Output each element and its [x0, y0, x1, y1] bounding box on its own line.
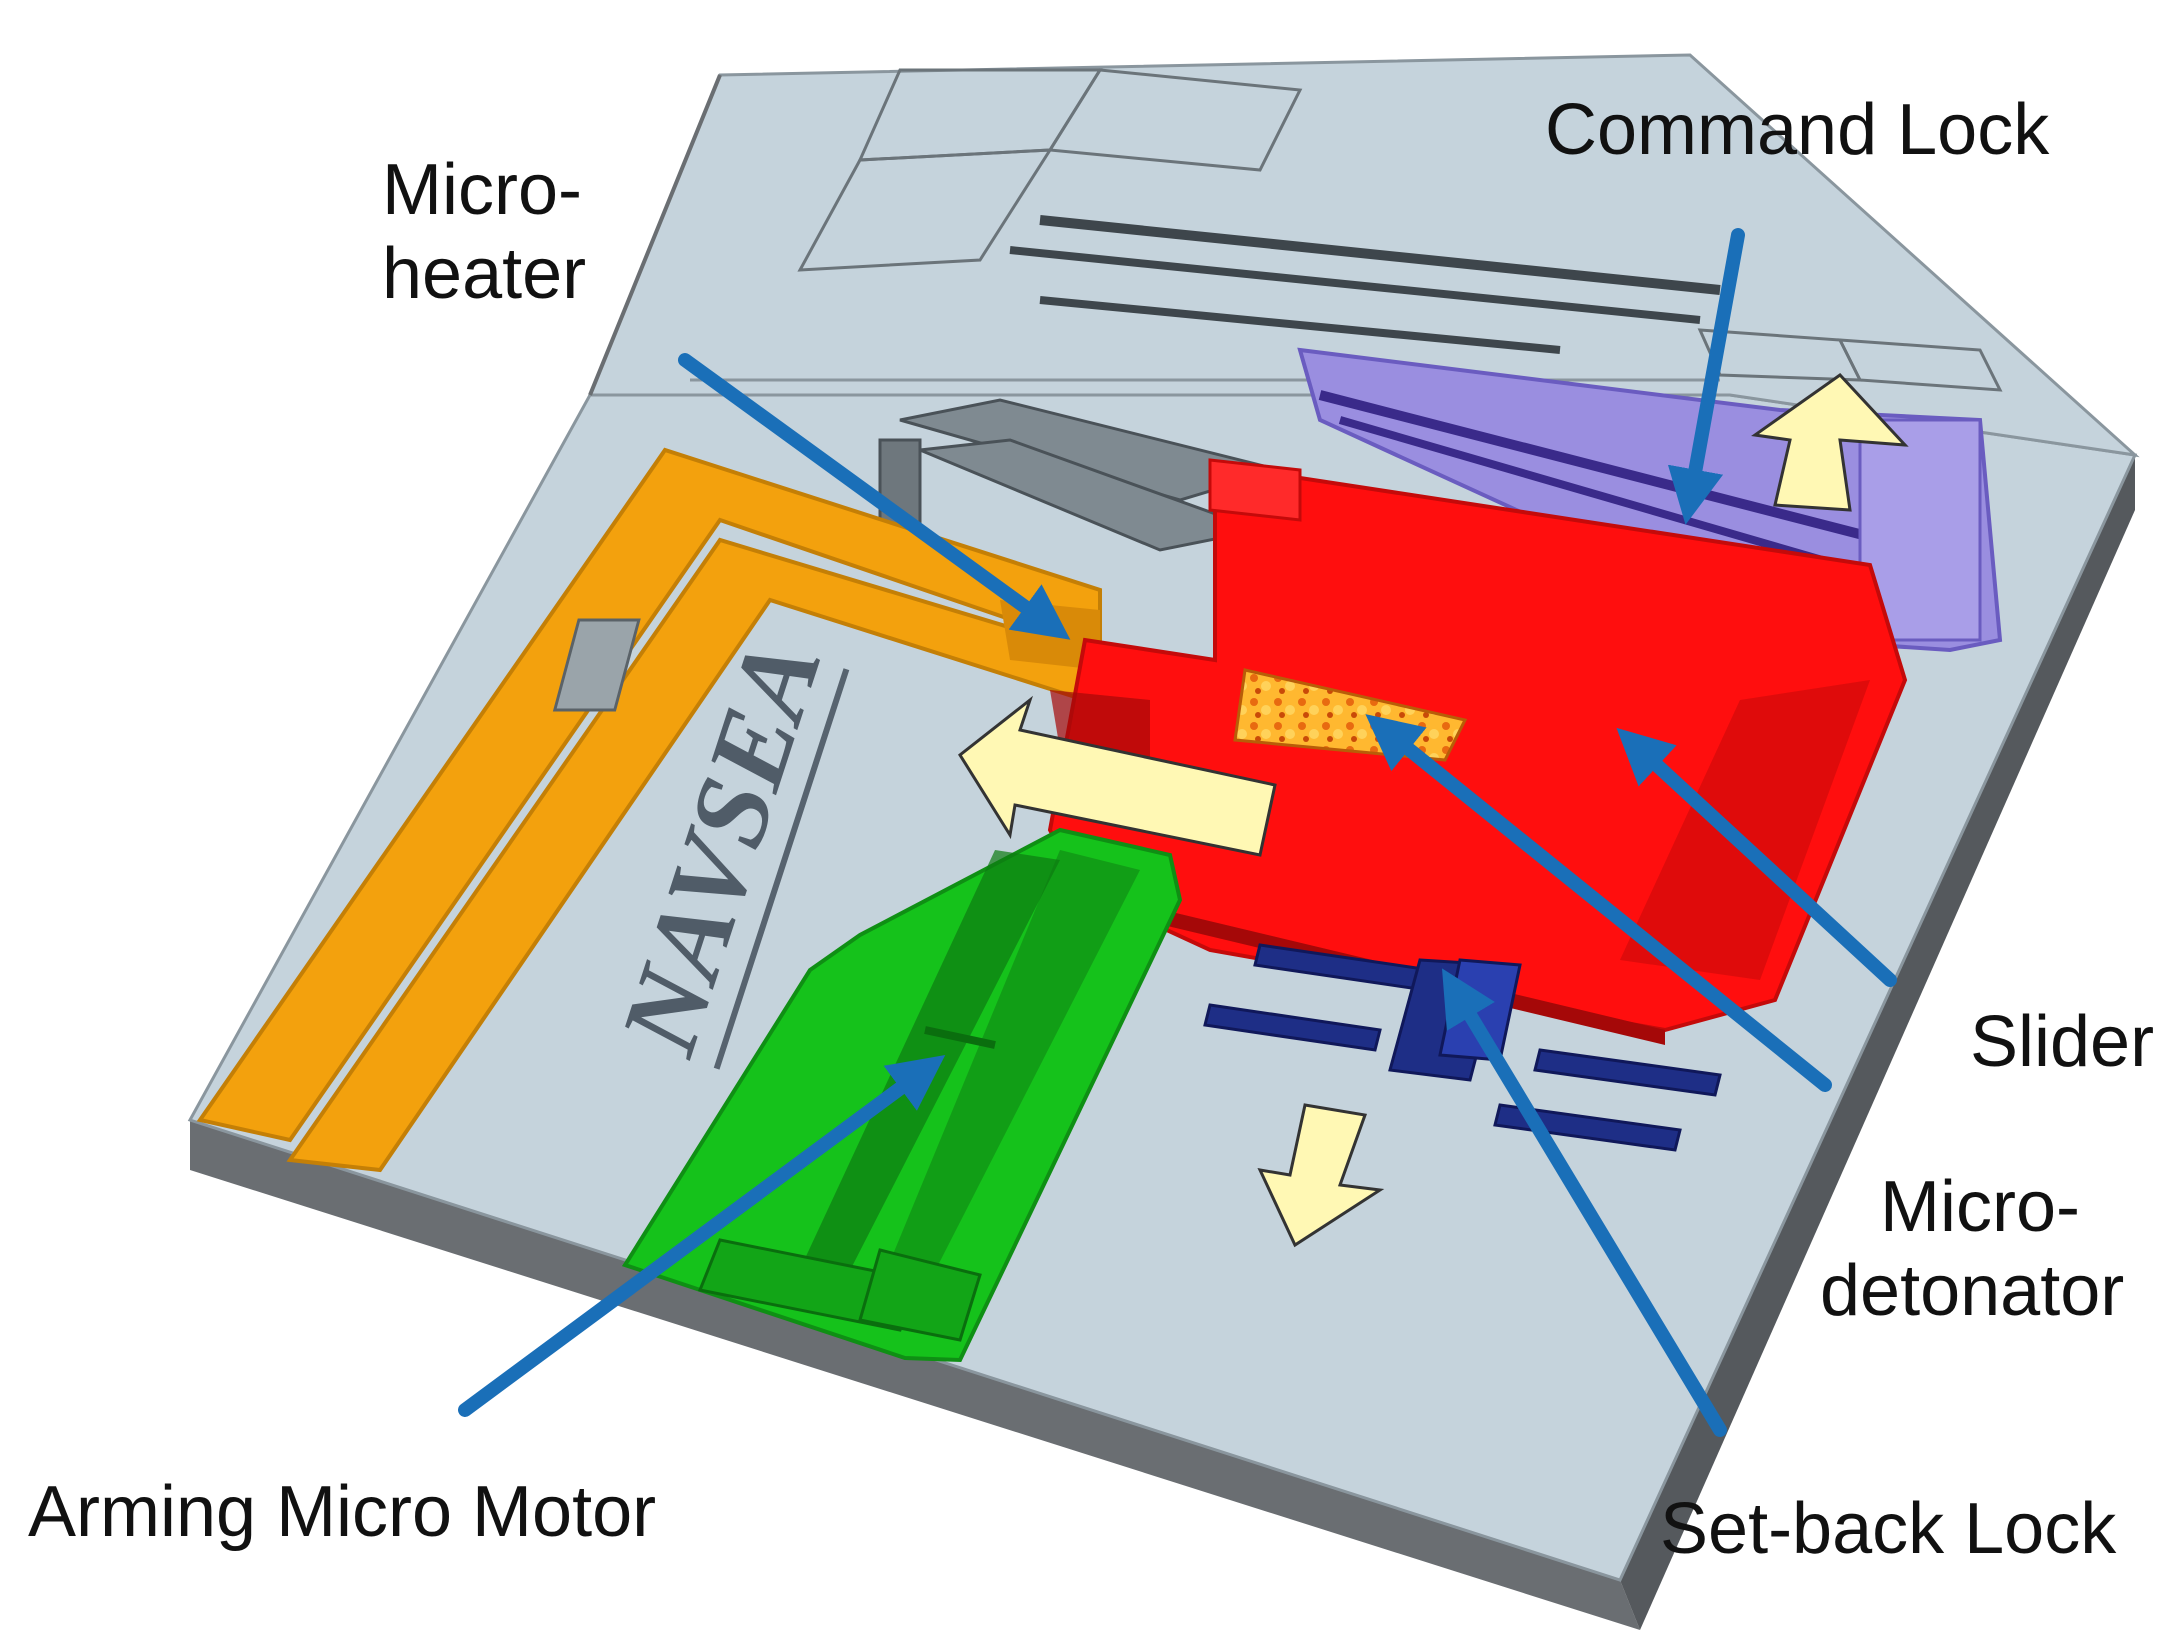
arrow-icon — [458, 1055, 946, 1417]
arrow-icon — [1616, 727, 1897, 987]
label-arming-micro-motor: Arming Micro Motor — [28, 1472, 657, 1552]
inner-anchor-block — [552, 618, 641, 712]
arrow-icon — [1365, 714, 1832, 1092]
substrate-right-face — [1620, 455, 2135, 1630]
block-arrow-icon — [958, 695, 1277, 857]
substrate-front-face — [190, 1120, 1640, 1630]
slider-top-tab — [1208, 458, 1302, 522]
block-arrow-icon — [1751, 373, 1909, 512]
set-back-lock-part — [1203, 943, 1722, 1152]
label-slider: Slider — [1970, 1002, 2155, 1082]
arrow-icon — [678, 353, 1071, 640]
block-arrow-icon — [1257, 1103, 1385, 1248]
label-micro-detonator: Micro- detonator — [1820, 1167, 2125, 1331]
arrow-icon — [1667, 228, 1745, 525]
label-command-lock: Command Lock — [1545, 90, 2050, 170]
label-set-back-lock: Set-back Lock — [1660, 1489, 2117, 1569]
arrow-icon — [1441, 968, 1727, 1437]
label-micro-heater: Micro- heater — [382, 150, 587, 314]
slider-right-shading — [1620, 680, 1870, 980]
upper-outline-features — [797, 68, 2003, 392]
slider-part — [1047, 458, 1908, 1045]
callout-arrows — [458, 228, 1897, 1437]
motion-arrows — [958, 373, 1909, 1248]
